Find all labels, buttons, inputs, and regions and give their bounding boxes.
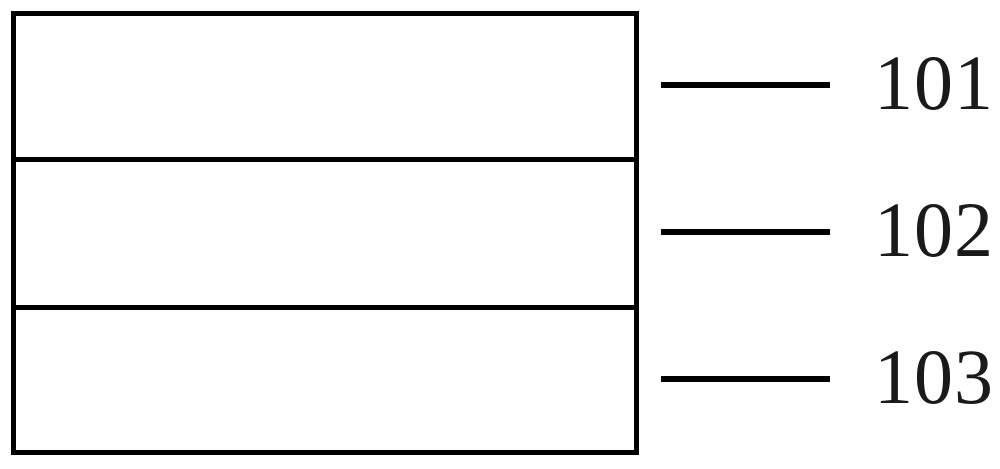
layer-band-102 bbox=[16, 162, 634, 310]
reference-numeral-101: 101 bbox=[874, 39, 994, 126]
reference-numeral-102: 102 bbox=[874, 186, 994, 273]
leader-line-102 bbox=[661, 229, 830, 235]
layer-band-101 bbox=[16, 16, 634, 162]
leader-line-101 bbox=[661, 82, 830, 88]
reference-numeral-103: 103 bbox=[874, 333, 994, 420]
layer-band-103 bbox=[16, 310, 634, 450]
leader-line-103 bbox=[661, 376, 830, 382]
layer-stack bbox=[11, 11, 639, 455]
